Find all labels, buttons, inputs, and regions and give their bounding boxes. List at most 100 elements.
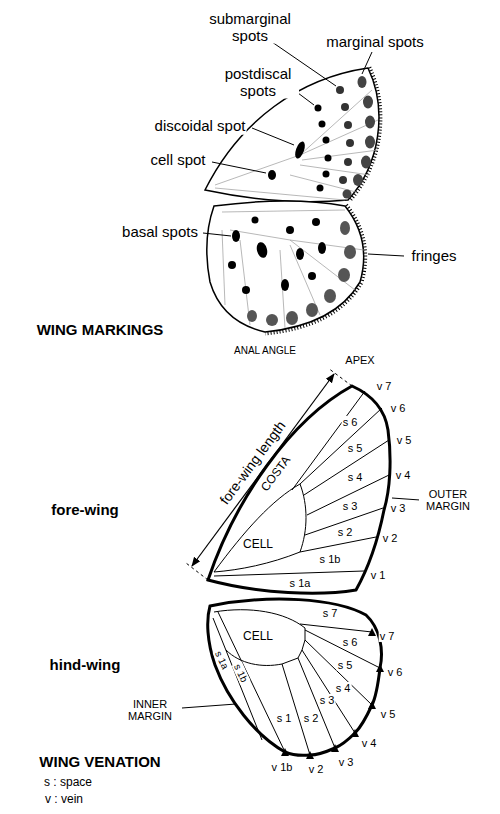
vein-end-marks [351,729,359,737]
spots [361,156,371,169]
spots [323,137,330,144]
leader-line [212,162,266,173]
spots [317,185,324,192]
vein-label: v 6 [390,402,407,414]
space-label: s 4 [335,682,352,694]
spots [344,121,352,129]
space-label: s 7 [322,607,339,619]
forewing-length-dimension [186,563,208,580]
vein-end-marks [331,744,339,752]
space-label: s 2 [303,712,320,724]
spots [315,105,322,112]
section-heading: WING MARKINGS [36,322,165,339]
leader-line [203,233,231,236]
leader-line [252,128,294,145]
leader-line [182,498,420,708]
faint-veins [215,188,345,200]
faint-veins [290,175,356,192]
forewing-venation [300,408,382,484]
hindwing-venation [282,664,310,755]
spots [293,140,307,160]
spots [324,289,336,303]
hindwing-outline [207,201,364,332]
space-label: s 3 [342,500,359,512]
wing-name: hind-wing [49,657,122,674]
vein-label: v 3 [390,502,407,514]
spots [339,176,347,184]
hindwing-venation [302,650,355,733]
spots [306,303,318,317]
spots [242,286,250,294]
key-text: v : vein [44,793,84,806]
spots [281,279,289,291]
spots [318,242,326,254]
spots [358,76,367,88]
vein-label: v 3 [338,756,355,768]
spots [228,261,236,269]
hindwing-venation [208,599,382,755]
space-label: s 2 [337,526,354,538]
spots [252,217,259,224]
vein-label: v 2 [382,532,399,544]
space-label: s 3 [319,694,336,706]
part-name: CELL [242,538,274,551]
forewing-venation [214,391,389,576]
faint-veins [290,240,355,290]
part-name: marginal spots [325,34,425,51]
vein-end-marks [376,664,384,672]
hindwing-venation [218,612,285,752]
spots [312,218,320,226]
spots [365,136,375,149]
spots [325,155,332,162]
hindwing-outline [207,201,364,332]
spots [336,86,344,94]
spots [365,116,375,129]
vein-end-marks [306,751,314,759]
spots [346,139,354,147]
space-label: s 4 [347,471,364,483]
spots [308,272,316,280]
part-name: submarginal spots [202,11,299,44]
spots [363,96,373,109]
vein-end-marks [281,748,289,756]
faint-veins [215,90,372,185]
space-label: s 1a [289,577,312,589]
spots [353,174,363,186]
part-name: ANAL ANGLE [233,345,297,356]
section-heading: WING VENATION [38,754,161,771]
hindwing-venation [213,612,380,755]
leader-line [368,254,404,256]
vein-label: v 7 [379,630,396,642]
spots [232,230,240,242]
vein-label: v 4 [361,737,378,749]
leader-line [392,498,420,500]
vein-end-marks [368,701,376,709]
vein-label: v 2 [308,763,325,775]
spots [341,103,349,111]
space-label: s 1b [319,553,342,565]
spots [343,190,352,199]
leader-line [203,42,404,256]
spots [286,311,298,325]
space-label: s 6 [342,636,359,648]
forewing-venation [300,537,376,552]
vein-end-marks [368,628,376,636]
space-label: s 1b [232,661,251,685]
vein-label: v 4 [395,469,412,481]
spots [228,76,375,326]
spots [338,268,350,282]
spots [344,158,352,166]
spots [344,245,356,259]
spots [296,248,304,260]
spots [268,170,276,180]
part-name: basal spots [121,224,199,241]
spots [319,121,326,128]
vein-end-marks [281,628,384,759]
hindwing-venation [300,624,372,632]
faint-veins [222,230,225,305]
faint-veins [300,165,370,175]
space-label: s 5 [347,442,364,454]
